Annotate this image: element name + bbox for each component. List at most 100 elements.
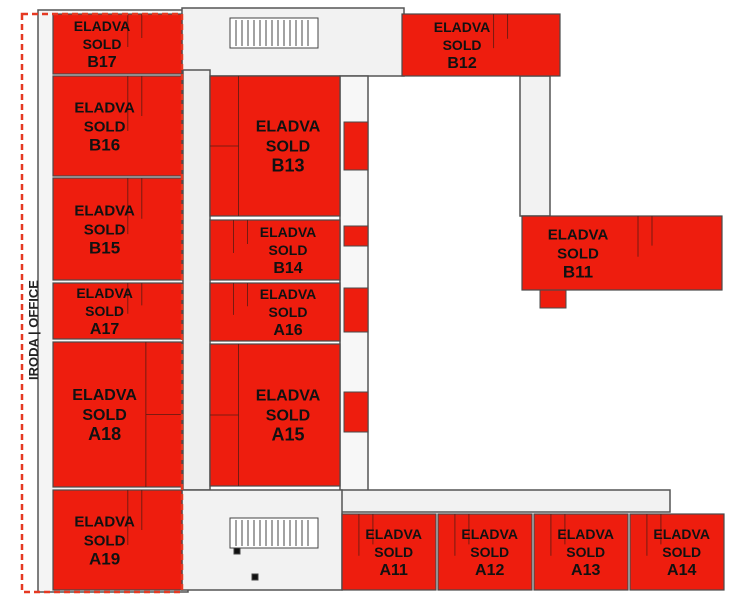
status-hu-label: ELADVA: [260, 224, 317, 240]
partition-lines: [493, 14, 509, 49]
partition-lines: [358, 514, 374, 556]
unit-id-label: A18: [88, 424, 121, 444]
unit-id-label: B16: [89, 135, 120, 154]
status-hu-label: ELADVA: [461, 526, 518, 542]
unit-area[interactable]: [52, 282, 183, 340]
unit-area[interactable]: [437, 513, 533, 591]
unit-area[interactable]: [401, 13, 561, 77]
status-hu-label: ELADVA: [74, 18, 131, 34]
status-en-label: SOLD: [82, 407, 126, 424]
unit-area[interactable]: [52, 177, 183, 281]
unit-id-label: A15: [271, 425, 304, 445]
status-en-label: SOLD: [470, 544, 509, 560]
unit-area[interactable]: [341, 513, 437, 591]
unit-id-label: A14: [667, 562, 696, 579]
partition-lines: [127, 14, 143, 47]
unit-area[interactable]: [52, 489, 183, 591]
unit-area[interactable]: [52, 13, 183, 75]
status-hu-label: ELADVA: [365, 526, 422, 542]
status-en-label: SOLD: [557, 245, 599, 262]
status-hu-label: ELADVA: [548, 226, 609, 243]
status-en-label: SOLD: [269, 242, 308, 258]
unit-area[interactable]: [629, 513, 725, 591]
unit-b17[interactable]: ELADVA SOLD B17: [52, 13, 183, 75]
unit-id-label: B17: [87, 54, 116, 71]
partition-lines: [646, 514, 662, 556]
status-hu-label: ELADVA: [74, 202, 135, 219]
status-en-label: SOLD: [374, 544, 413, 560]
status-en-label: SOLD: [84, 118, 126, 135]
status-hu-label: ELADVA: [256, 119, 321, 136]
unit-b14[interactable]: ELADVA SOLD B14: [209, 219, 341, 281]
unit-area[interactable]: [533, 513, 629, 591]
unit-a12[interactable]: ELADVA SOLD A12: [437, 513, 533, 591]
partition-lines: [233, 220, 248, 253]
partition-lines: [127, 490, 143, 545]
stair-south: [229, 517, 319, 581]
unit-a16[interactable]: ELADVA SOLD A16: [209, 282, 341, 342]
unit-id-label: A11: [379, 562, 408, 579]
partition-lines: [127, 178, 143, 235]
stair-north: [229, 17, 319, 49]
partition-lines: [127, 283, 143, 314]
partition-lines: [127, 76, 143, 131]
partition-lines: [550, 514, 566, 556]
unit-id-label: B15: [89, 238, 120, 257]
unit-area[interactable]: [209, 219, 341, 281]
unit-id-label: B12: [447, 55, 476, 72]
status-hu-label: ELADVA: [74, 513, 135, 530]
status-hu-label: ELADVA: [74, 99, 135, 116]
status-hu-label: ELADVA: [256, 388, 321, 405]
unit-a17[interactable]: ELADVA SOLD A17: [52, 282, 183, 340]
partition-lines: [637, 216, 653, 257]
status-en-label: SOLD: [662, 544, 701, 560]
office-outline: [20, 12, 184, 594]
unit-a13[interactable]: ELADVA SOLD A13: [533, 513, 629, 591]
status-hu-label: ELADVA: [260, 286, 317, 302]
unit-a14[interactable]: ELADVA SOLD A14: [629, 513, 725, 591]
status-hu-label: ELADVA: [653, 526, 710, 542]
office-label: IRODA | OFFICE: [26, 280, 41, 380]
partition-lines: [210, 76, 239, 216]
status-en-label: SOLD: [83, 36, 122, 52]
partition-lines: [454, 514, 470, 556]
unit-area[interactable]: [209, 282, 341, 342]
status-en-label: SOLD: [84, 532, 126, 549]
unit-id-label: A16: [273, 322, 302, 339]
unit-b12[interactable]: ELADVA SOLD B12: [401, 13, 561, 77]
unit-a11[interactable]: ELADVA SOLD A11: [341, 513, 437, 591]
status-en-label: SOLD: [266, 408, 310, 425]
unit-id-label: A12: [475, 562, 504, 579]
status-en-label: SOLD: [84, 221, 126, 238]
status-hu-label: ELADVA: [557, 526, 614, 542]
balconies: [343, 121, 567, 433]
status-en-label: SOLD: [566, 544, 605, 560]
status-hu-label: ELADVA: [76, 285, 133, 301]
unit-id-label: A13: [571, 562, 600, 579]
unit-area[interactable]: [52, 75, 183, 177]
status-en-label: SOLD: [85, 303, 124, 319]
status-en-label: SOLD: [443, 37, 482, 53]
status-en-label: SOLD: [269, 304, 308, 320]
partition-lines: [210, 344, 239, 486]
unit-id-label: B11: [563, 262, 593, 281]
units-layer: ELADVASOLDB17ELADVASOLDB16ELADVASOLDB15E…: [52, 13, 725, 591]
unit-area[interactable]: [521, 215, 723, 291]
unit-id-label: A17: [90, 321, 119, 338]
partition-lines: [233, 283, 248, 315]
status-hu-label: ELADVA: [72, 387, 137, 404]
status-en-label: SOLD: [266, 139, 310, 156]
unit-id-label: B13: [271, 156, 304, 176]
status-hu-label: ELADVA: [434, 19, 491, 35]
unit-id-label: A19: [89, 549, 120, 568]
unit-id-label: B14: [273, 260, 302, 277]
partition-lines: [145, 342, 182, 487]
